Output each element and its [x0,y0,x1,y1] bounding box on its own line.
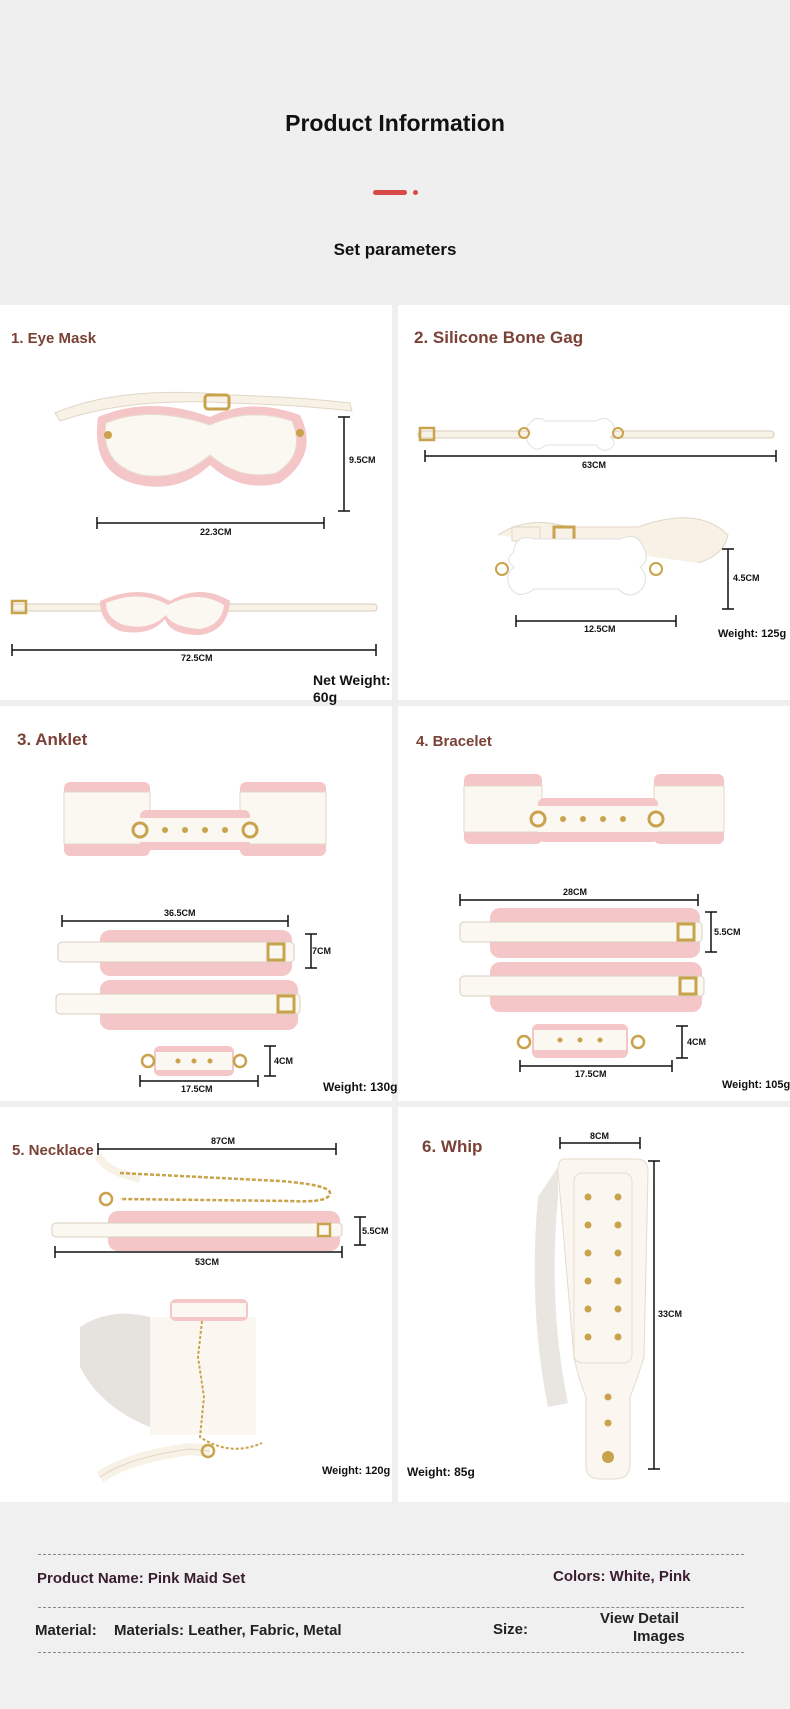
bracelet-illustration [459,774,725,1072]
weight-label: Weight: 120g [322,1465,391,1477]
page-title: Product Information [285,110,505,136]
dim-label-height: 4.5CM [733,573,760,583]
whip-illustration [534,1137,660,1480]
dim-label-link-length: 17.5CM [181,1084,213,1094]
panel-bracelet: 4. Bracelet 28CM 5.5CM 4CM 17.5CM Weight… [398,706,790,1101]
necklace-illustration [51,1143,366,1483]
dim-label-cuff-length: 36.5CM [164,908,196,918]
panel-whip: 6. Whip 8CM 33CM Weight: 85g [398,1107,790,1502]
panel-title-necklace: 5. Necklace [12,1142,94,1159]
size-label: Size: [493,1621,529,1638]
weight-label: Weight: 85g [407,1465,475,1479]
divider [38,1554,744,1555]
materials-value: Materials: Leather, Fabric, Metal [114,1622,342,1639]
dim-label-width: 12.5CM [584,624,616,634]
panel-title-bone-gag: 2. Silicone Bone Gag [414,328,584,348]
panel-eye-mask: 1. Eye Mask 9.5CM 22.3CM 72.5CM Net Weig… [0,305,392,705]
panel-anklet: 3. Anklet 36.5CM 7CM 4CM 17.5CM Weight: … [0,706,397,1101]
dim-label-total: 63CM [582,460,607,470]
dim-label-width: 8CM [590,1131,610,1141]
material-label: Material: [35,1622,97,1639]
dim-label-link-length: 17.5CM [575,1069,607,1079]
dim-label-width: 22.3CM [200,527,232,537]
accent-line [373,190,407,195]
size-value-line-1: View Detail [600,1610,679,1627]
divider [38,1607,744,1608]
product-name: Product Name: Pink Maid Set [37,1570,246,1587]
dim-label-length: 33CM [658,1309,683,1319]
accent-dot [413,190,418,195]
size-value-line-2: Images [633,1628,685,1645]
panel-necklace: 5. Necklace 87CM 5.5CM 53CM Weight: 120g [0,1107,392,1502]
weight-line-2: 60g [313,689,338,705]
panel-title-whip: 6. Whip [422,1137,483,1157]
dim-label-collar: 53CM [195,1257,220,1267]
dim-label-total: 72.5CM [181,653,213,663]
dim-label-link-height: 4CM [687,1037,707,1047]
dim-label-cuff-height: 7CM [312,946,332,956]
weight-label: Weight: 130g [323,1080,398,1094]
header-section: Product Information Set parameters [0,0,790,304]
colors-value: Colors: White, Pink [553,1568,691,1585]
dim-label-height: 5.5CM [362,1226,389,1236]
panel-title-anklet: 3. Anklet [17,730,88,750]
panel-title-bracelet: 4. Bracelet [416,733,492,750]
product-details-table: Product Name: Pink Maid Set Colors: Whit… [0,1502,790,1709]
dim-label-leash: 87CM [211,1136,236,1146]
bone-gag-illustration [417,417,777,627]
weight-label: Weight: 125g [718,628,787,640]
section-subtitle: Set parameters [333,240,457,259]
panel-title-eye-mask: 1. Eye Mask [11,330,97,347]
eye-mask-illustration [10,391,378,656]
dim-label-height: 9.5CM [349,455,376,465]
dim-label-link-height: 4CM [274,1056,294,1066]
dim-label-cuff-length: 28CM [563,887,588,897]
weight-line-1: Net Weight: [313,672,391,688]
weight-label: Weight: 105g [722,1079,790,1091]
panel-bone-gag: 2. Silicone Bone Gag 63CM 4.5CM 12.5CM W… [398,305,790,700]
anklet-illustration [55,782,327,1087]
divider [38,1652,744,1653]
dim-label-cuff-height: 5.5CM [714,927,741,937]
